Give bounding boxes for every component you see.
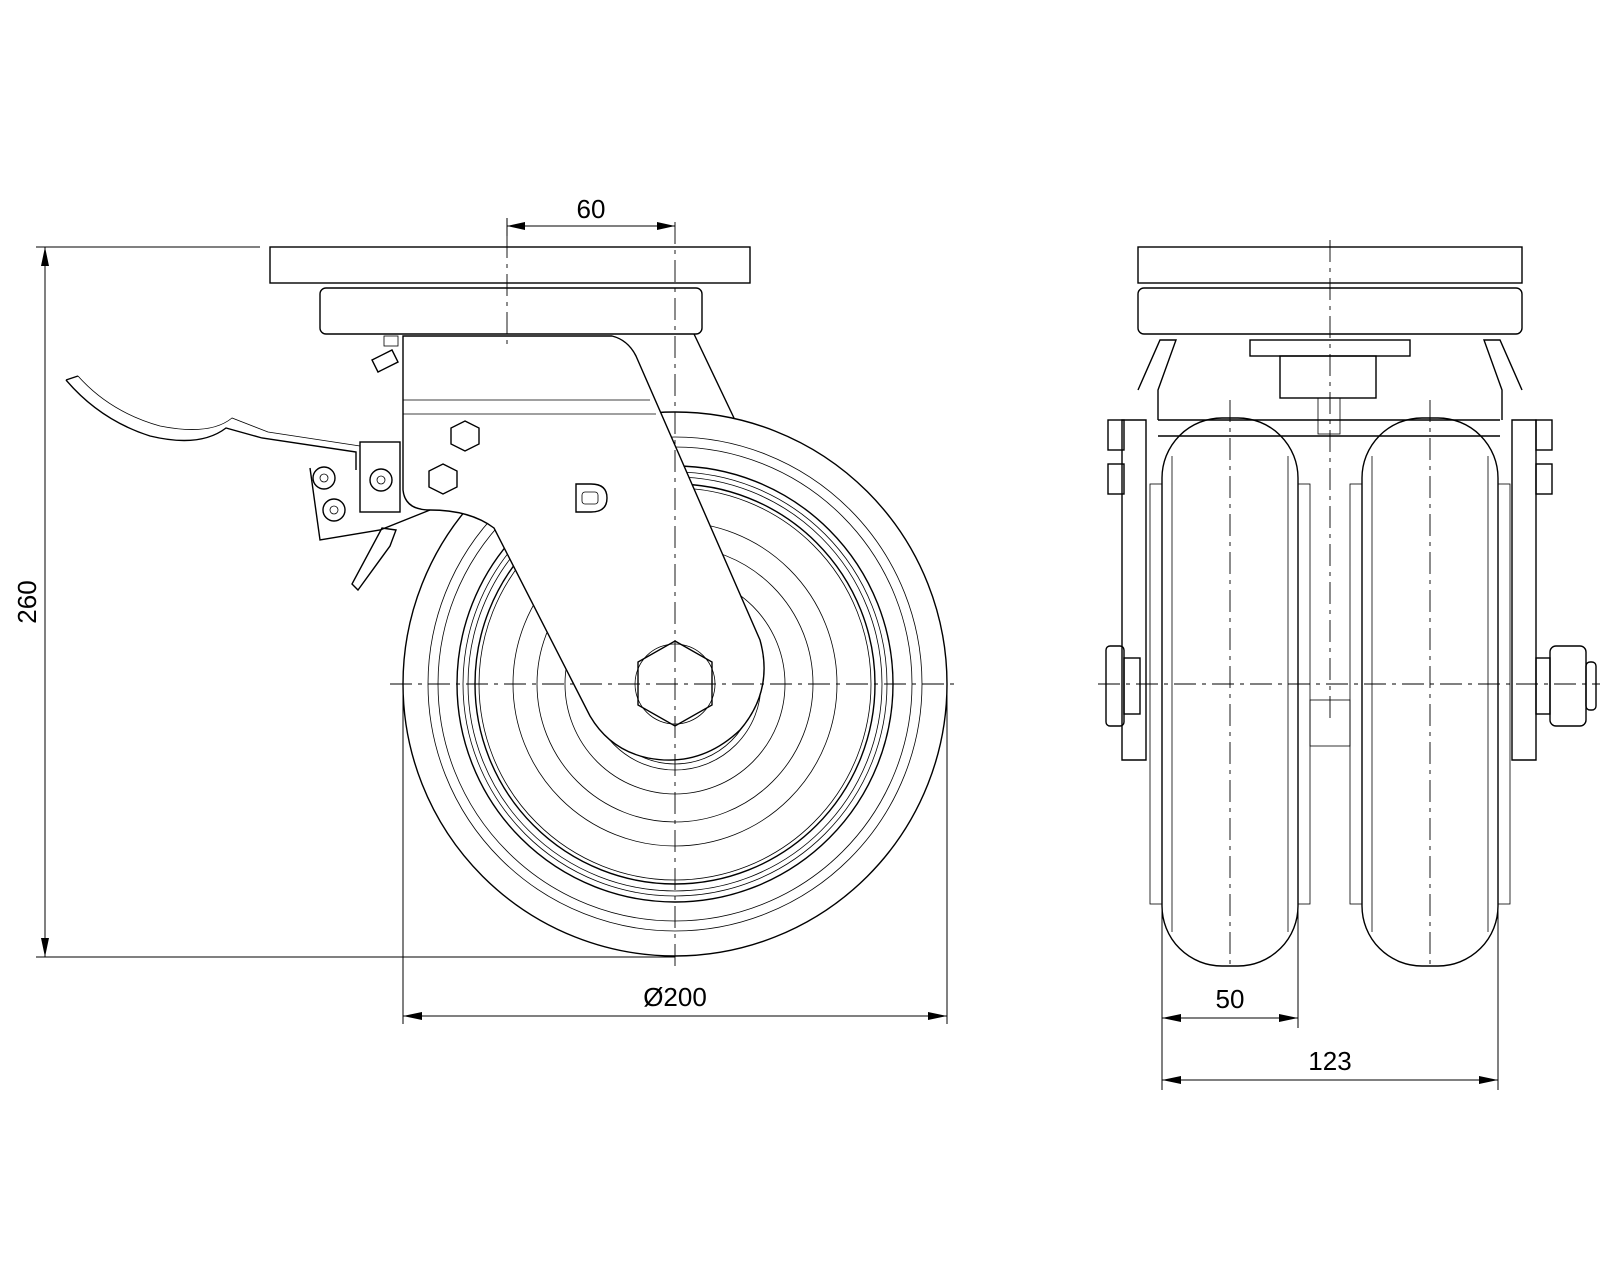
- dimension-overall-width: 123: [1162, 900, 1499, 1090]
- brand-logo-icon: [575, 483, 608, 513]
- dimension-offset-label: 60: [577, 194, 606, 224]
- bolt-head: [428, 463, 458, 495]
- front-wheel-left: [1149, 417, 1311, 967]
- dimension-wheel-diameter: Ø200: [402, 684, 948, 1024]
- bolt-head: [450, 420, 480, 452]
- brake-housing: [359, 441, 401, 513]
- dimension-wheel-width-label: 50: [1216, 984, 1245, 1014]
- front-view: [1098, 240, 1600, 967]
- side-view: [65, 222, 960, 966]
- dimension-offset: 60: [506, 194, 675, 236]
- dimension-height-label: 260: [12, 580, 42, 623]
- front-axle-nut-right: [1549, 645, 1587, 727]
- front-wheel-right: [1349, 417, 1511, 967]
- top-plate: [269, 246, 751, 284]
- dimension-overall-width-label: 123: [1308, 1046, 1351, 1076]
- swivel-race: [319, 287, 703, 335]
- grease-nipple-icon: [371, 349, 399, 373]
- brake-mechanism[interactable]: [65, 335, 431, 592]
- dimension-wheel-width: 50: [1161, 900, 1299, 1090]
- dimension-wheel-diameter-label: Ø200: [643, 982, 707, 1012]
- dimension-height: 260: [12, 246, 675, 958]
